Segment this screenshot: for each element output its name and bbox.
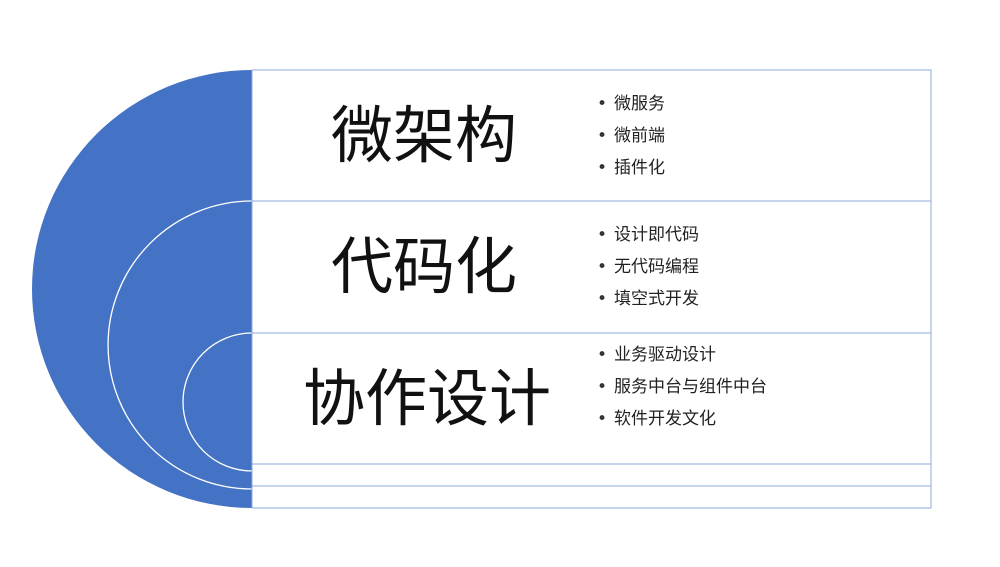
row-heading-2: 代码化 <box>331 230 518 303</box>
row-heading-3: 协作设计 <box>303 362 552 435</box>
bullet-item: 软件开发文化 <box>597 403 767 435</box>
bullet-item: 无代码编程 <box>597 251 699 283</box>
arc-ring-inner <box>182 332 253 472</box>
arc-ring-outer <box>107 200 253 490</box>
row-box-5 <box>251 485 932 509</box>
row-bullets-3: 业务驱动设计 服务中台与组件中台 软件开发文化 <box>597 339 767 435</box>
bullet-item: 填空式开发 <box>597 283 699 315</box>
bullet-item: 服务中台与组件中台 <box>597 371 767 403</box>
bullet-item: 插件化 <box>597 152 665 184</box>
row-heading-1: 微架构 <box>331 99 518 172</box>
row-box-4 <box>251 463 932 487</box>
semicircle-fan <box>32 70 252 508</box>
bullet-item: 设计即代码 <box>597 219 699 251</box>
bullet-item: 微前端 <box>597 120 665 152</box>
bullet-item: 业务驱动设计 <box>597 339 767 371</box>
row-bullets-1: 微服务 微前端 插件化 <box>597 88 665 184</box>
bullet-item: 微服务 <box>597 88 665 120</box>
row-bullets-2: 设计即代码 无代码编程 填空式开发 <box>597 219 699 315</box>
